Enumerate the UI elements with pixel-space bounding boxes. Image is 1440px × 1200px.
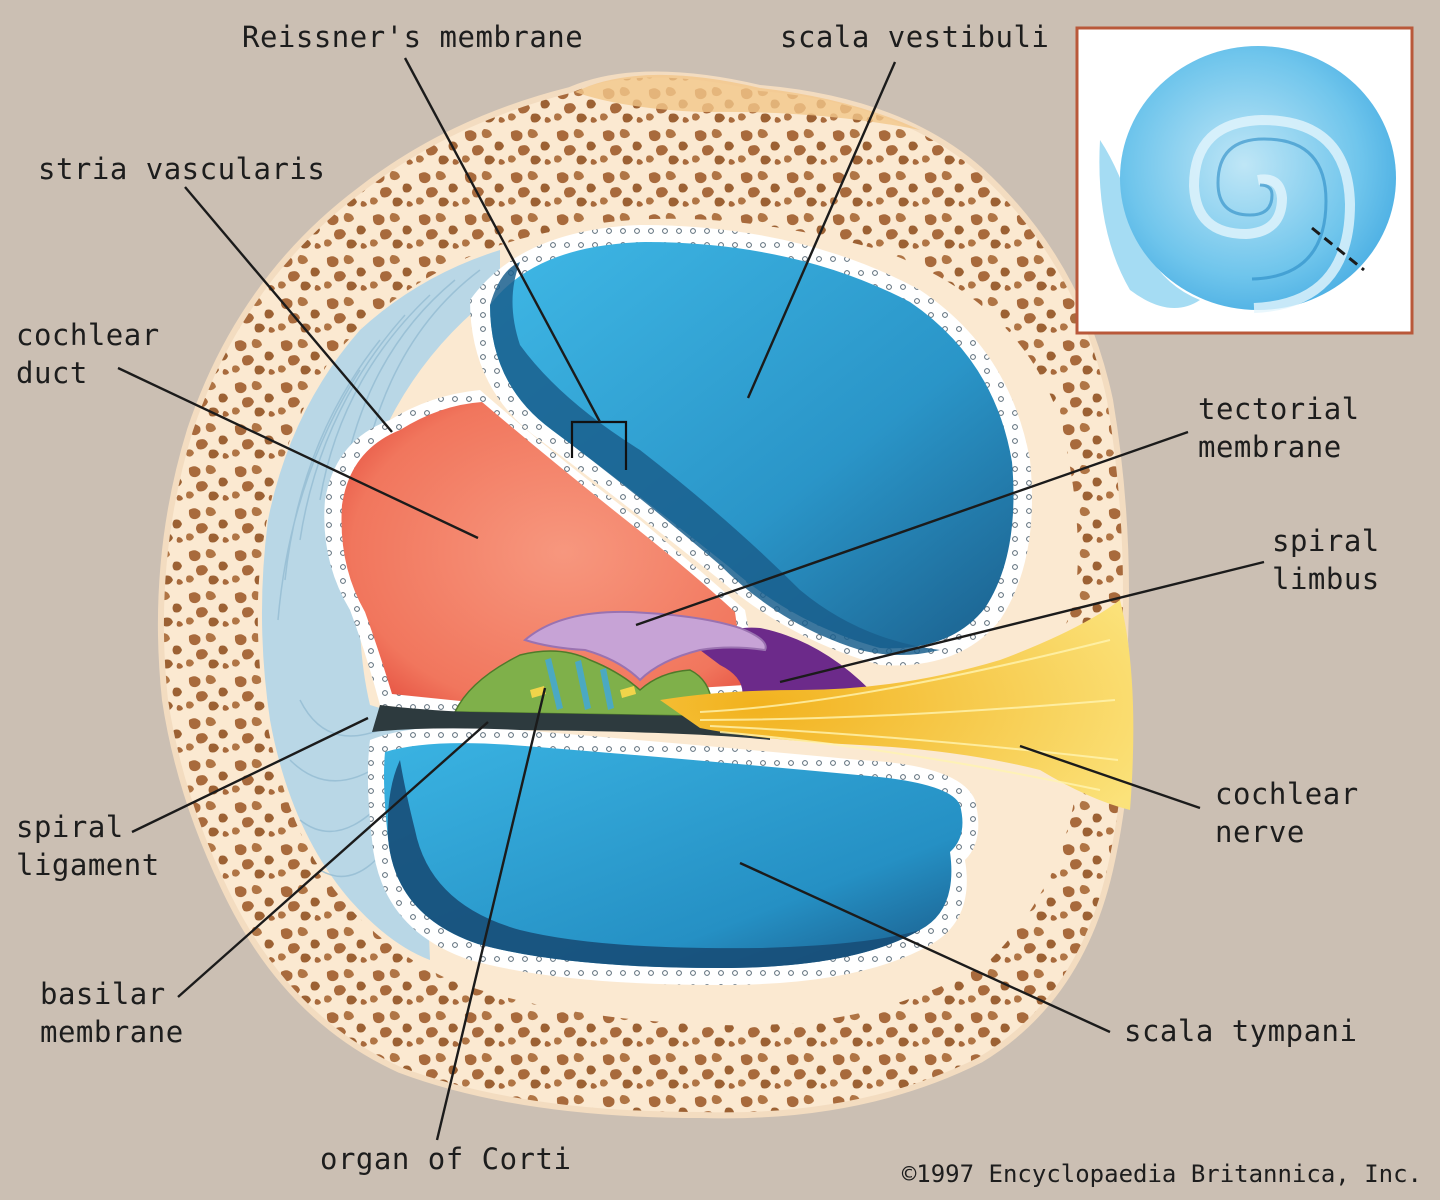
label-organ-of-corti: organ of Corti xyxy=(320,1142,572,1176)
spiral-cochlea-inset xyxy=(1099,46,1396,313)
leader-lines xyxy=(117,57,1265,1141)
tectorial-membrane xyxy=(522,610,767,682)
label-reissners-membrane: Reissner's membrane xyxy=(242,20,584,54)
cochlear-nerve xyxy=(660,600,1134,810)
basilar-membrane xyxy=(372,705,770,740)
copyright-notice: ©1997 Encyclopaedia Britannica, Inc. xyxy=(901,1160,1422,1188)
label-scala-tympani: scala tympani xyxy=(1124,1014,1358,1048)
label-stria-vascularis: stria vascularis xyxy=(38,152,326,186)
spiral-ligament xyxy=(261,250,500,960)
label-scala-vestibuli: scala vestibuli xyxy=(780,20,1050,54)
